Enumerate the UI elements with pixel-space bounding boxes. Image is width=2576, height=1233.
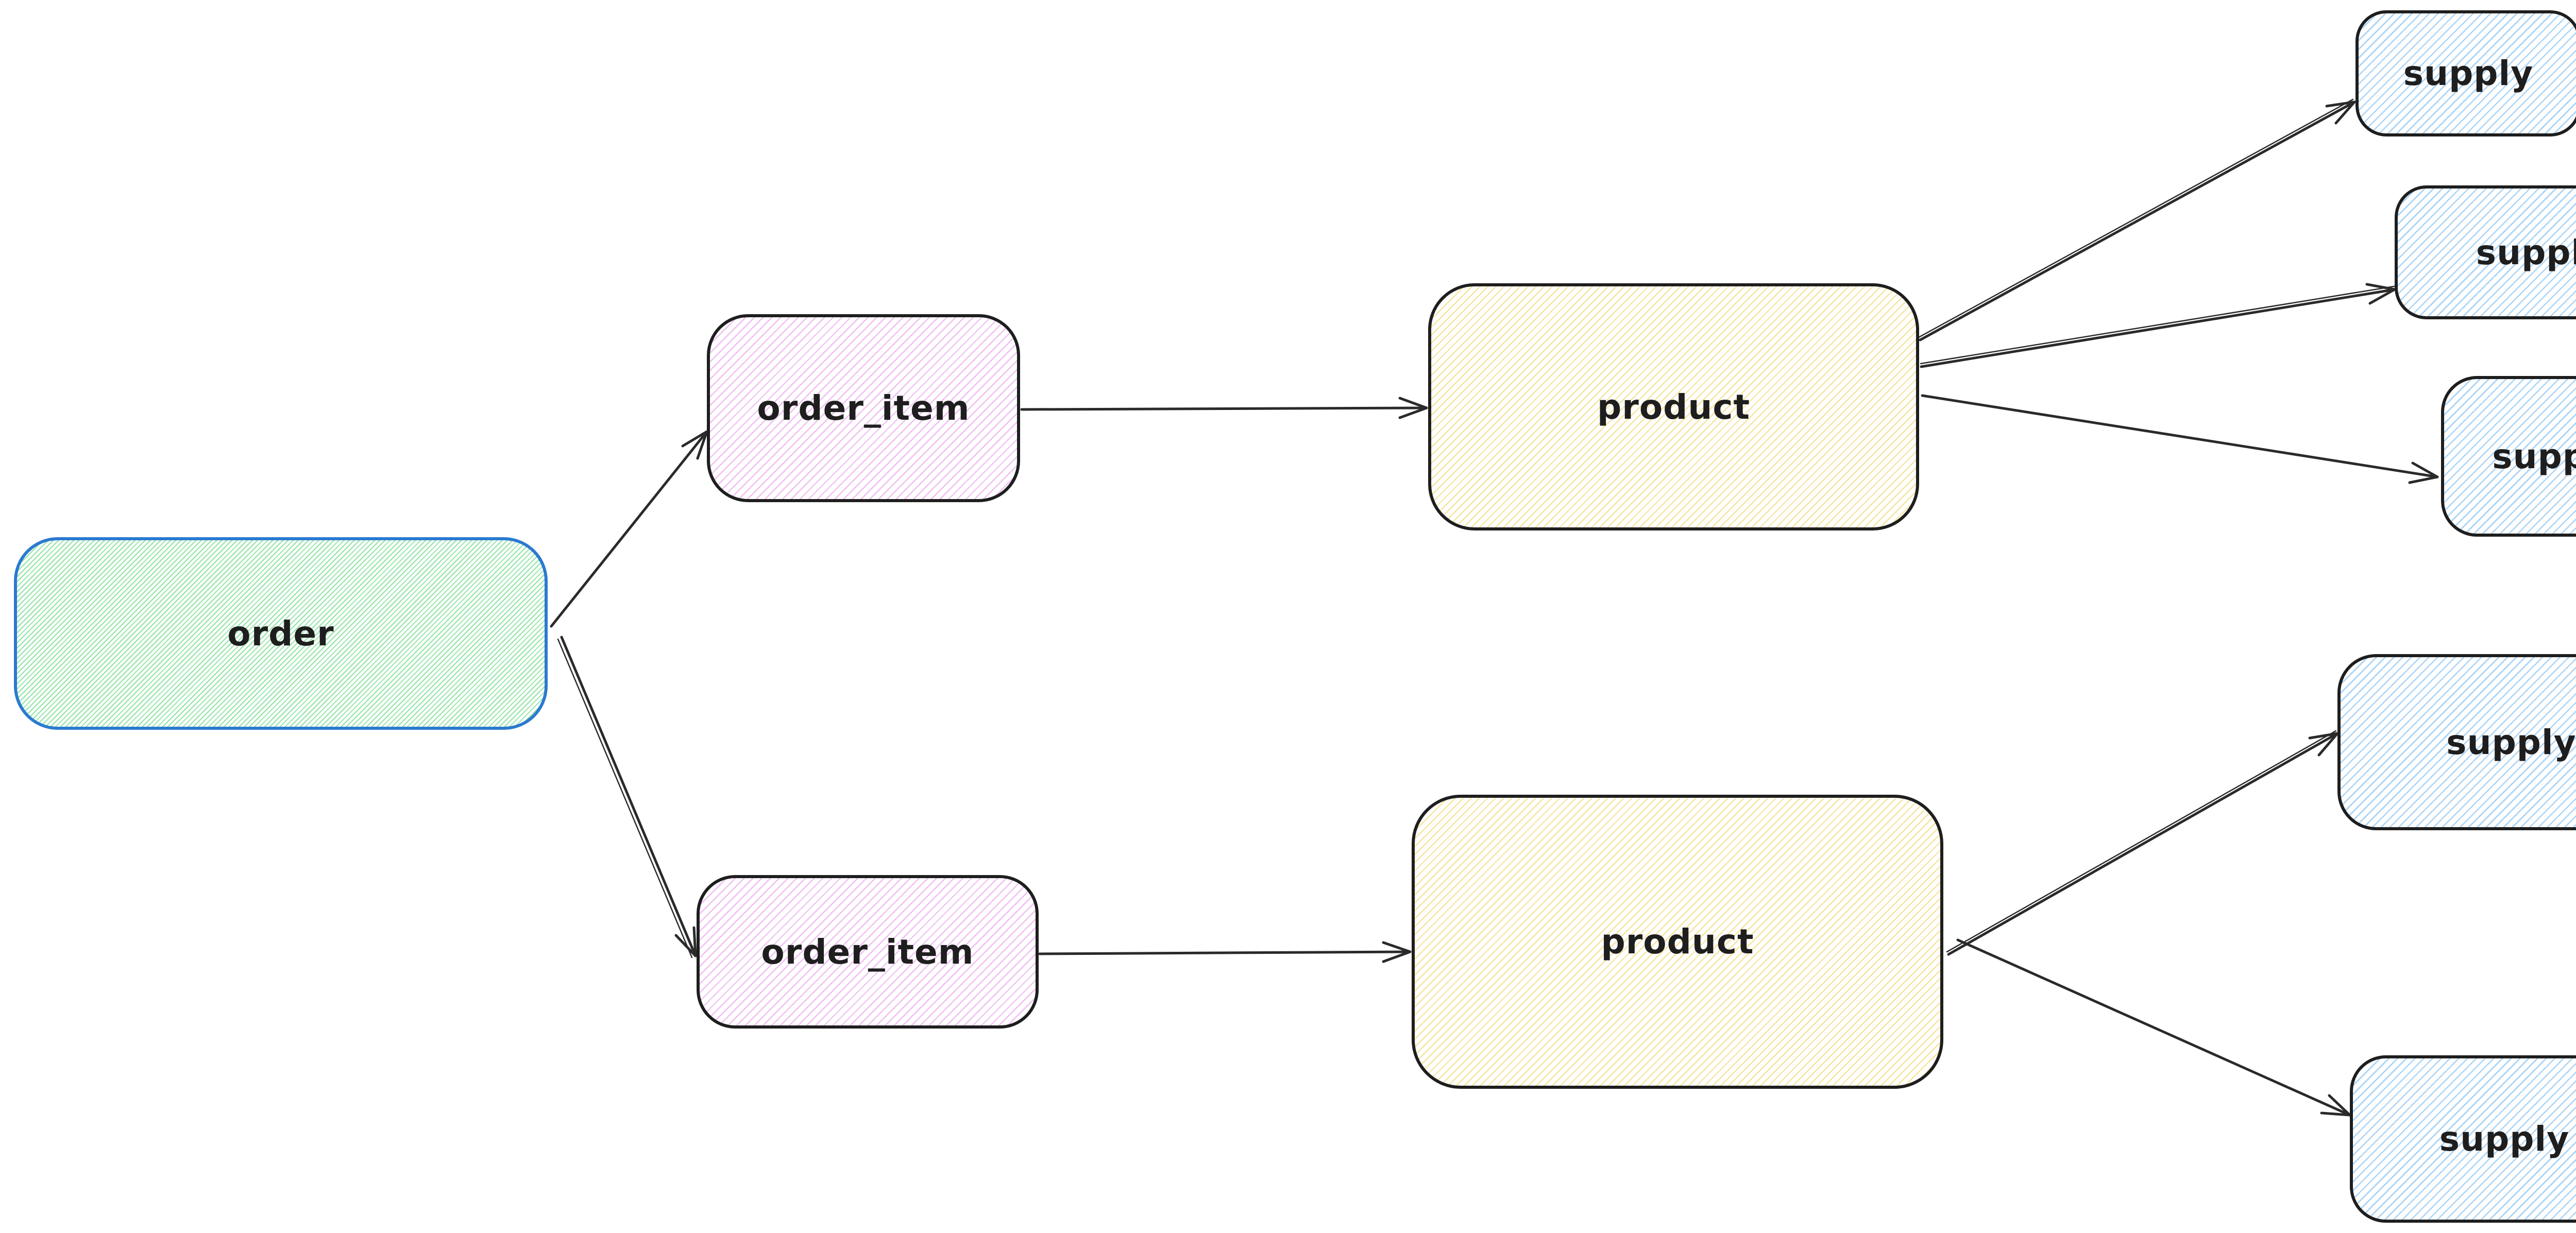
node-order-item-bottom[interactable]: order_item [697,875,1039,1029]
node-product-top[interactable]: product [1428,283,1919,530]
node-supply-4-label: supply [2446,722,2576,762]
node-order[interactable]: order [14,537,548,730]
node-order-item-bottom-label: order_item [761,932,974,972]
node-supply-3[interactable]: supply [2441,376,2576,537]
node-product-bottom[interactable]: product [1412,795,1943,1089]
node-supply-1-label: supply [2403,54,2534,93]
node-supply-3-label: supply [2492,436,2576,476]
arrow-order-to-order-item-top[interactable] [550,430,708,628]
arrow-product-bottom-to-supply-5[interactable] [1956,938,2351,1117]
node-supply-2[interactable]: supply [2395,185,2576,319]
node-supply-5[interactable]: supply [2350,1055,2576,1223]
arrow-product-top-to-supply-3[interactable] [1921,394,2439,484]
arrow-order-item-top-to-product-top[interactable] [1020,397,1428,419]
node-order-item-top[interactable]: order_item [707,314,1020,502]
node-supply-4[interactable]: supply [2337,654,2576,830]
arrow-product-bottom-to-supply-4[interactable] [1946,730,2339,956]
node-order-label: order [227,613,334,654]
node-product-bottom-label: product [1601,922,1754,962]
node-supply-5-label: supply [2439,1119,2570,1159]
arrow-order-to-order-item-bottom[interactable] [557,636,697,958]
node-supply-1[interactable]: supply [2355,10,2576,136]
node-product-top-label: product [1597,387,1751,427]
arrow-order-item-bottom-to-product-bottom[interactable] [1038,941,1412,963]
arrow-product-top-to-supply-1[interactable] [1918,98,2356,341]
node-order-item-top-label: order_item [757,388,970,428]
node-supply-2-label: supply [2476,232,2576,272]
